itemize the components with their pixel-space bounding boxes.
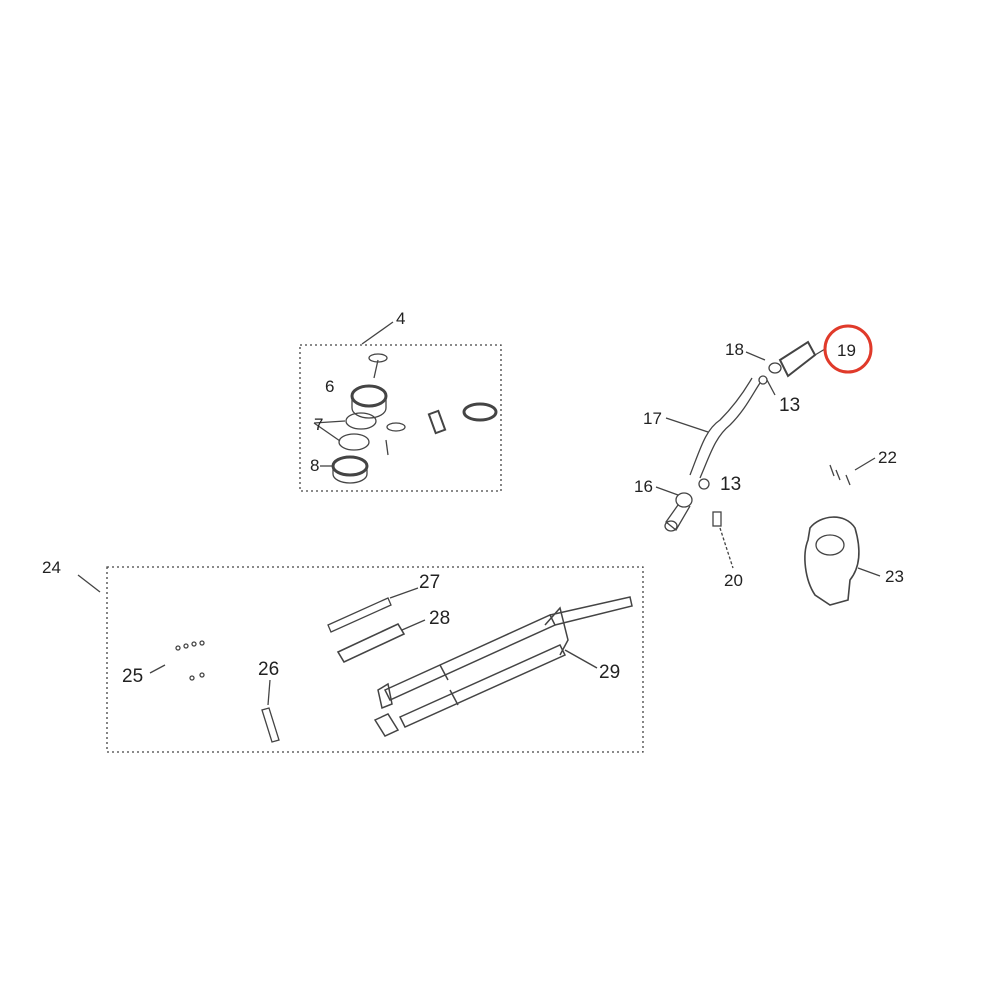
label-24: 24: [42, 558, 61, 577]
part-23-housing: [804, 516, 860, 606]
part-20-clip: [712, 511, 722, 527]
label-6: 6: [325, 377, 335, 396]
label-16: 16: [634, 477, 653, 496]
part-28-cover: [336, 622, 406, 664]
part-8-bearing: [331, 455, 369, 484]
part-22-screws: [829, 457, 876, 486]
part-seal: [386, 422, 406, 432]
part-spring: [427, 409, 447, 435]
label-18: 18: [725, 340, 744, 359]
part-13-lower: [698, 478, 710, 490]
label-19[interactable]: 19: [837, 341, 856, 360]
label-25: 25: [122, 666, 144, 687]
part-19-grip: [778, 340, 817, 378]
part-13-upper: [758, 375, 768, 385]
label-13-upper: 13: [779, 395, 801, 416]
part-29-fork: [373, 596, 633, 737]
label-4: 4: [396, 309, 406, 328]
label-26: 26: [258, 659, 280, 680]
label-27: 27: [419, 572, 441, 593]
part-25-screws: [149, 640, 205, 681]
label-22: 22: [878, 448, 897, 467]
part-27-tube: [327, 597, 392, 633]
label-8: 8: [310, 456, 320, 475]
group-4-box: [299, 344, 502, 492]
part-18-washer: [768, 362, 782, 374]
label-23: 23: [885, 567, 904, 586]
label-17: 17: [643, 409, 662, 428]
group-24-box: [106, 566, 644, 753]
label-7: 7: [314, 415, 324, 434]
part-7-ring-upper: [345, 412, 377, 430]
label-28: 28: [429, 608, 451, 629]
highlight-circle-19: [823, 324, 873, 374]
label-20: 20: [724, 571, 743, 590]
part-26-pin: [261, 707, 280, 743]
label-13-lower: 13: [720, 474, 742, 495]
part-bearing-right: [462, 402, 498, 422]
part-bolt-top: [368, 353, 388, 379]
label-29: 29: [599, 662, 621, 683]
part-16-grip: [664, 492, 693, 532]
part-17-handlebar: [689, 377, 761, 479]
part-7-ring-lower: [338, 433, 370, 451]
part-6-bearing: [350, 384, 388, 419]
